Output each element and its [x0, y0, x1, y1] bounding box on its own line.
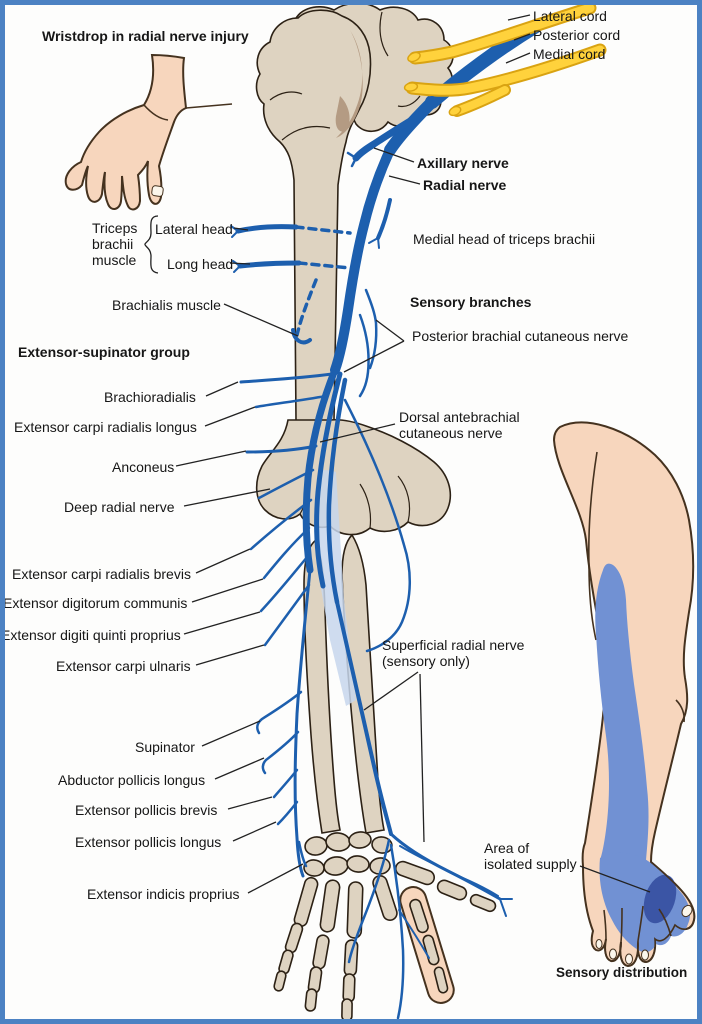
dorsal-antebrachial-line-2: cutaneous nerve [399, 425, 503, 441]
label-sensory-branches: Sensory branches [410, 294, 532, 310]
label-lateral-cord: Lateral cord [533, 8, 607, 24]
label-triceps-brachii-muscle: Triceps brachii muscle [92, 220, 137, 268]
radial-nerve-branches [230, 96, 513, 1020]
triceps-line-2: brachii [92, 236, 134, 252]
label-extensor-carpi-radialis-longus: Extensor carpi radialis longus [14, 419, 197, 435]
brachial-plexus-cords [403, 1, 607, 117]
label-extensor-pollicis-brevis: Extensor pollicis brevis [75, 802, 218, 818]
label-extensor-pollicis-longus: Extensor pollicis longus [75, 834, 222, 850]
label-extensor-digitorum-communis: Extensor digitorum communis [3, 595, 188, 611]
label-area-isolated-supply: Area of isolated supply [484, 840, 577, 872]
humerus [255, 9, 372, 424]
superficial-radial-line-2: (sensory only) [382, 653, 470, 669]
label-extensor-carpi-ulnaris: Extensor carpi ulnaris [56, 658, 191, 674]
leader-lines [144, 14, 651, 894]
triceps-line-1: Triceps [92, 220, 138, 236]
label-wristdrop-title: Wristdrop in radial nerve injury [42, 28, 249, 44]
label-sensory-distribution: Sensory distribution [556, 965, 688, 980]
label-posterior-brachial-cutaneous: Posterior brachial cutaneous nerve [412, 328, 629, 344]
label-extensor-supinator-group: Extensor-supinator group [18, 344, 190, 360]
label-axillary-nerve: Axillary nerve [417, 155, 509, 171]
hand-skeleton [273, 831, 497, 1022]
label-extensor-digiti-quinti-proprius: Extensor digiti quinti proprius [1, 627, 181, 643]
area-isolated-line-1: Area of [484, 840, 530, 856]
triceps-brace [144, 215, 159, 274]
triceps-line-3: muscle [92, 252, 137, 268]
label-dorsal-antebrachial: Dorsal antebrachial cutaneous nerve [399, 409, 520, 441]
superficial-radial-line-1: Superficial radial nerve [382, 637, 525, 653]
label-brachioradialis: Brachioradialis [104, 389, 196, 405]
label-supinator: Supinator [135, 739, 195, 755]
label-posterior-cord: Posterior cord [533, 27, 621, 43]
label-radial-nerve: Radial nerve [423, 177, 507, 193]
label-anconeus: Anconeus [112, 459, 175, 475]
wristdrop-hand [64, 53, 233, 211]
label-extensor-indicis-proprius: Extensor indicis proprius [87, 886, 240, 902]
label-medial-cord: Medial cord [533, 46, 606, 62]
label-deep-radial-nerve: Deep radial nerve [64, 499, 175, 515]
label-abductor-pollicis-longus: Abductor pollicis longus [58, 772, 206, 788]
label-medial-head-triceps: Medial head of triceps brachii [413, 231, 596, 247]
label-brachialis-muscle: Brachialis muscle [112, 297, 221, 313]
label-extensor-carpi-radialis-brevis: Extensor carpi radialis brevis [12, 566, 191, 582]
scapula [293, 2, 454, 133]
sensory-arm [552, 421, 696, 968]
label-superficial-radial-nerve: Superficial radial nerve (sensory only) [382, 637, 524, 669]
label-lateral-head: Lateral head [155, 221, 233, 237]
dorsal-antebrachial-line-1: Dorsal antebrachial [399, 409, 520, 425]
index-finger-skin [399, 886, 455, 1004]
area-isolated-line-2: isolated supply [484, 856, 577, 872]
label-long-head: Long head [167, 256, 234, 272]
